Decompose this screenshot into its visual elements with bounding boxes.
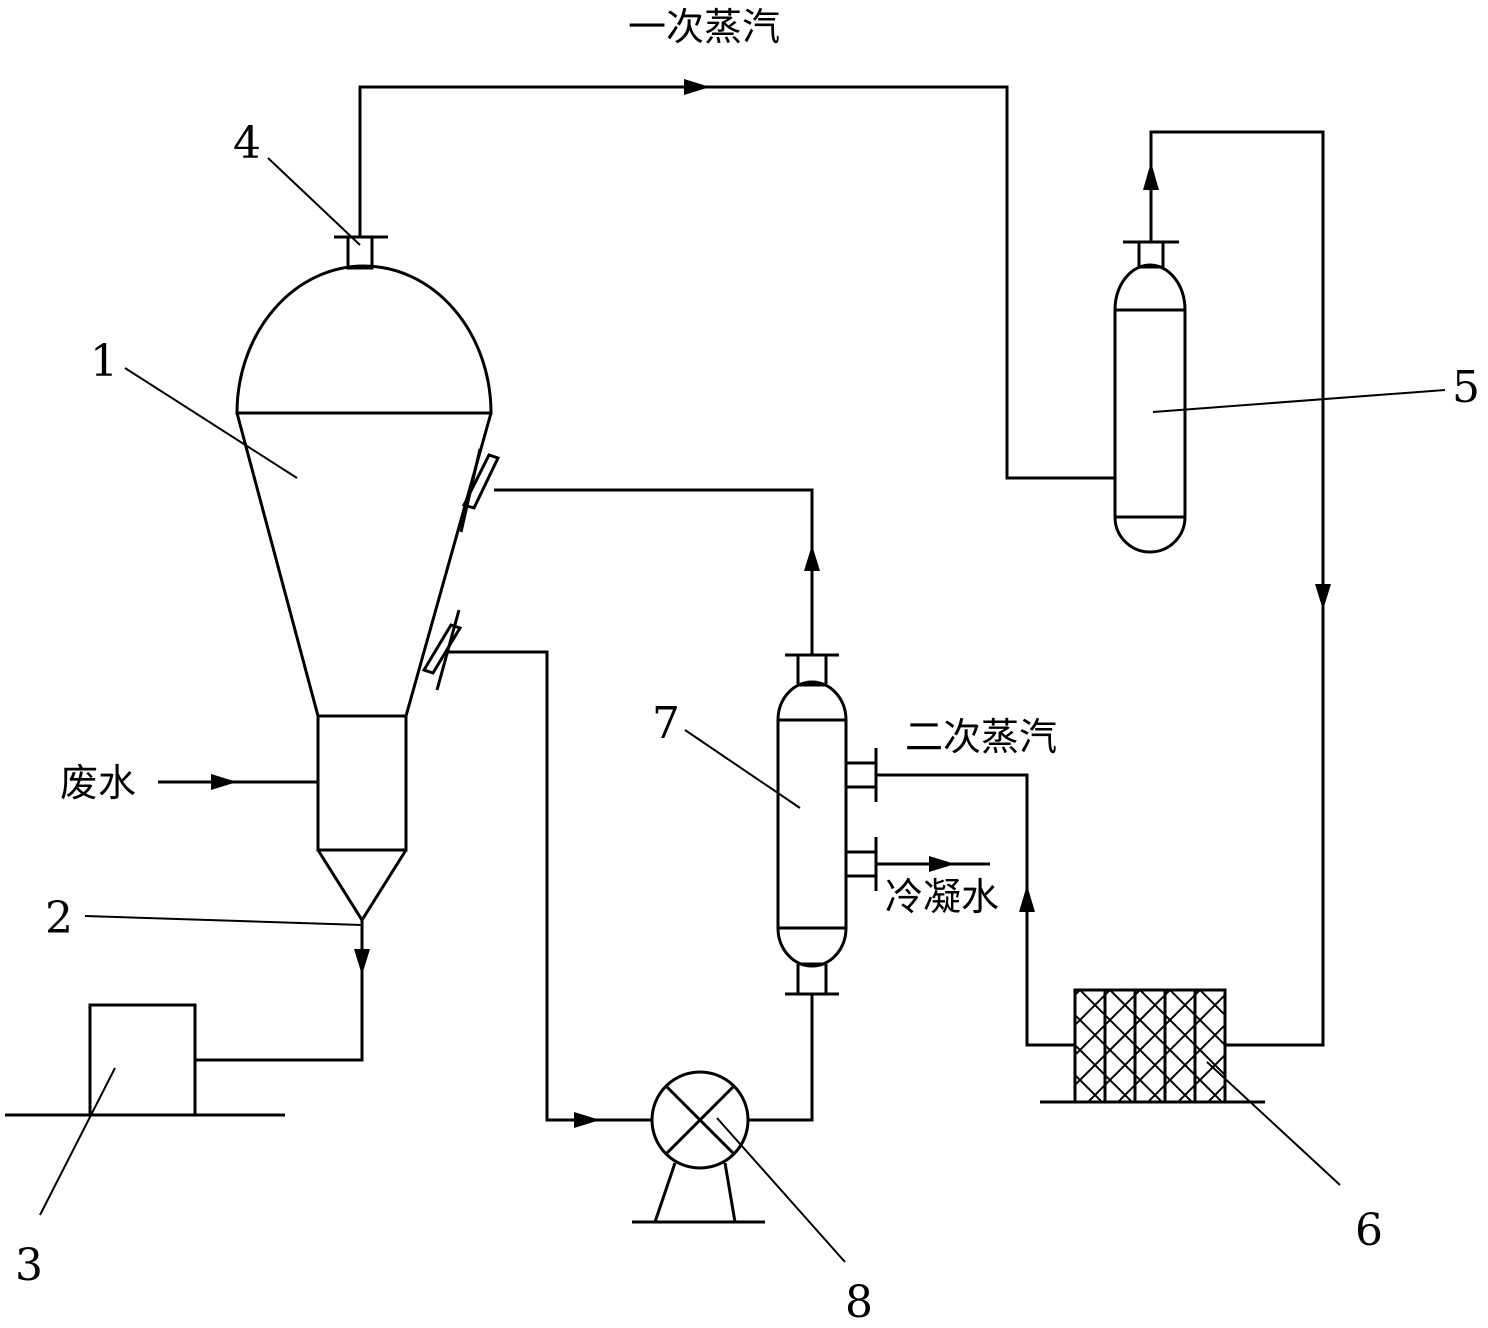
label-primary-steam: 一次蒸汽 xyxy=(628,5,780,49)
evaporator-side-flange-upper xyxy=(459,448,501,533)
leader-line-5 xyxy=(1152,389,1446,413)
leader-line-2 xyxy=(84,915,363,926)
label-5: 5 xyxy=(1452,362,1480,413)
label-8: 8 xyxy=(845,1277,873,1328)
evaporator-to-pump-pipe xyxy=(445,650,652,1122)
label-2: 2 xyxy=(45,893,73,944)
leader-line-8 xyxy=(716,1117,846,1263)
flow-arrow-pump-inlet xyxy=(574,1112,600,1128)
leader-line-3 xyxy=(39,1067,116,1216)
separator-top-pipe xyxy=(1149,130,1325,1047)
leader-line-7 xyxy=(684,729,801,809)
heat-exchanger-block xyxy=(1040,988,1265,1104)
flow-arrow-condenser-up xyxy=(804,545,820,571)
flow-arrow-separator-up xyxy=(1143,162,1159,190)
leader-line-1 xyxy=(124,367,298,479)
leader-line-6 xyxy=(1206,1061,1341,1186)
condenser-vessel xyxy=(776,653,878,996)
primary-steam-pipe xyxy=(358,85,1115,480)
evaporator-side-flange-lower xyxy=(421,609,463,691)
top-nozzle xyxy=(334,235,388,270)
flow-arrow-primary-steam xyxy=(684,79,710,95)
label-4: 4 xyxy=(233,118,261,169)
label-1: 1 xyxy=(90,336,118,387)
flow-arrow-down-right xyxy=(1315,584,1331,610)
flow-arrow-condensate xyxy=(929,856,955,872)
label-secondary-steam: 二次蒸汽 xyxy=(905,715,1057,759)
label-7: 7 xyxy=(652,698,680,749)
label-condensate: 冷凝水 xyxy=(885,875,999,919)
flow-arrow-drain xyxy=(354,949,370,975)
label-wastewater: 废水 xyxy=(60,761,136,805)
label-6: 6 xyxy=(1355,1205,1383,1256)
drain-pipe xyxy=(195,920,364,1062)
label-3: 3 xyxy=(15,1240,43,1291)
leader-line-4 xyxy=(267,157,361,246)
circulation-pump xyxy=(632,1070,765,1224)
flow-arrow-secondary-up xyxy=(1019,885,1035,912)
flow-arrow-wastewater xyxy=(211,774,237,790)
evaporator-vessel xyxy=(235,264,493,923)
separator-vessel xyxy=(1113,240,1187,554)
condenser-to-evaporator-pipe xyxy=(494,488,814,655)
pump-to-condenser-pipe xyxy=(748,994,814,1122)
